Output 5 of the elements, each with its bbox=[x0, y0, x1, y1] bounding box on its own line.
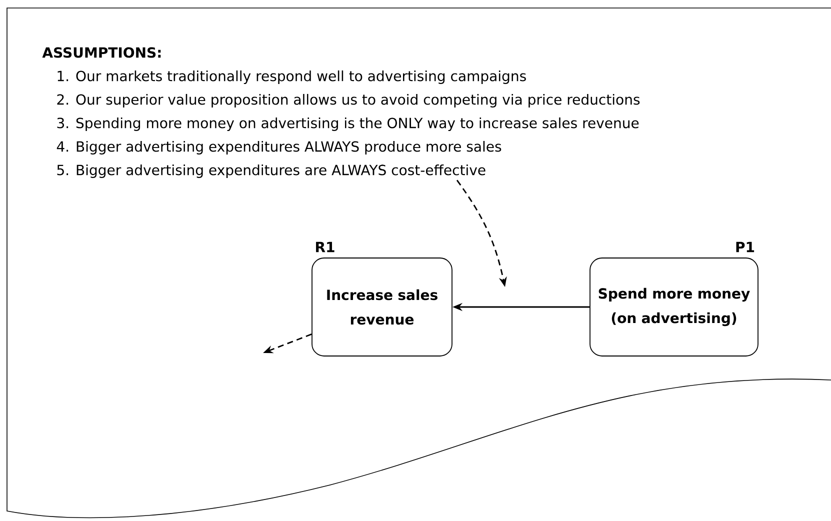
node-id: P1 bbox=[736, 242, 754, 252]
rounded-box: Increase sales revenue bbox=[312, 258, 452, 356]
assumption-list: ASSUMPTIONS: 1. Our markets traditionally respond well to advertising campaigns 2. Our superior value proposition allows us to avoid competing via price reductions 3. Spending more money on advertising is the ONLY way to increase sales revenue 4. Bigger advertising expenditures ALWAYS produce more sales 5. Bigger advertising expenditures are ALWAYS cost-effective bbox=[42, 47, 640, 178]
node-id: R1 bbox=[316, 242, 334, 252]
rounded-box: Spend more money (on advertising) bbox=[590, 258, 758, 356]
